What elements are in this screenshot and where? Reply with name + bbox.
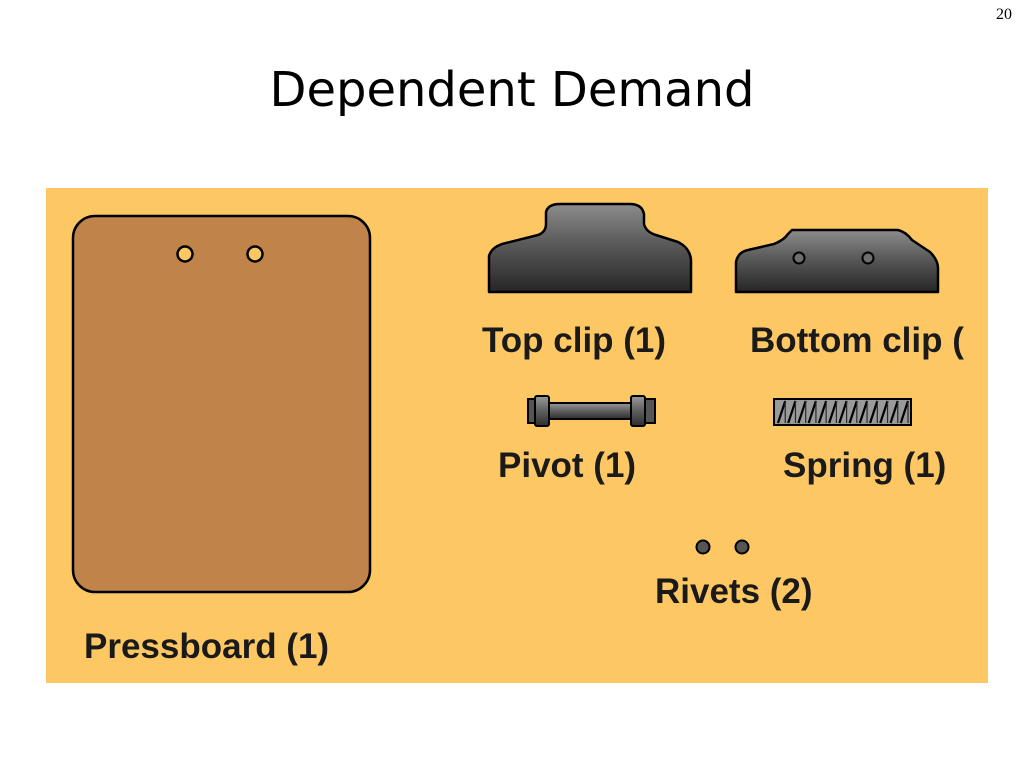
spring-coil bbox=[776, 400, 787, 424]
spring-coil bbox=[879, 400, 889, 424]
label-top-clip: Top clip (1) bbox=[482, 321, 667, 360]
spring-coil bbox=[858, 400, 869, 424]
label-pivot: Pivot (1) bbox=[498, 446, 637, 485]
spring-coil bbox=[838, 400, 848, 424]
pressboard-shape bbox=[71, 214, 372, 594]
spring-coil bbox=[807, 400, 817, 424]
slide-number: 20 bbox=[996, 6, 1012, 23]
spring-coil bbox=[889, 400, 899, 424]
top-clip-shape bbox=[487, 202, 693, 294]
slide-title: Dependent Demand bbox=[269, 62, 755, 118]
label-rivets: Rivets (2) bbox=[655, 572, 813, 611]
rivets-shape bbox=[695, 539, 750, 555]
spring-coil bbox=[797, 400, 807, 424]
spring-coil bbox=[787, 400, 797, 424]
parts-drawing bbox=[71, 202, 940, 594]
spring-coil bbox=[869, 400, 879, 424]
label-pressboard: Pressboard (1) bbox=[84, 627, 330, 666]
spring-shape bbox=[773, 398, 912, 426]
spring-coil bbox=[899, 400, 910, 424]
spring-coil bbox=[828, 400, 838, 424]
pivot-shape bbox=[527, 395, 656, 427]
clipboard-parts-figure: Pressboard (1) Top clip (1) Bottom clip … bbox=[46, 188, 988, 683]
spring-coil bbox=[848, 400, 858, 424]
bottom-clip-shape bbox=[734, 228, 940, 294]
spring-coil bbox=[817, 400, 828, 424]
label-spring: Spring (1) bbox=[783, 446, 947, 485]
label-bottom-clip: Bottom clip ( bbox=[750, 321, 964, 360]
